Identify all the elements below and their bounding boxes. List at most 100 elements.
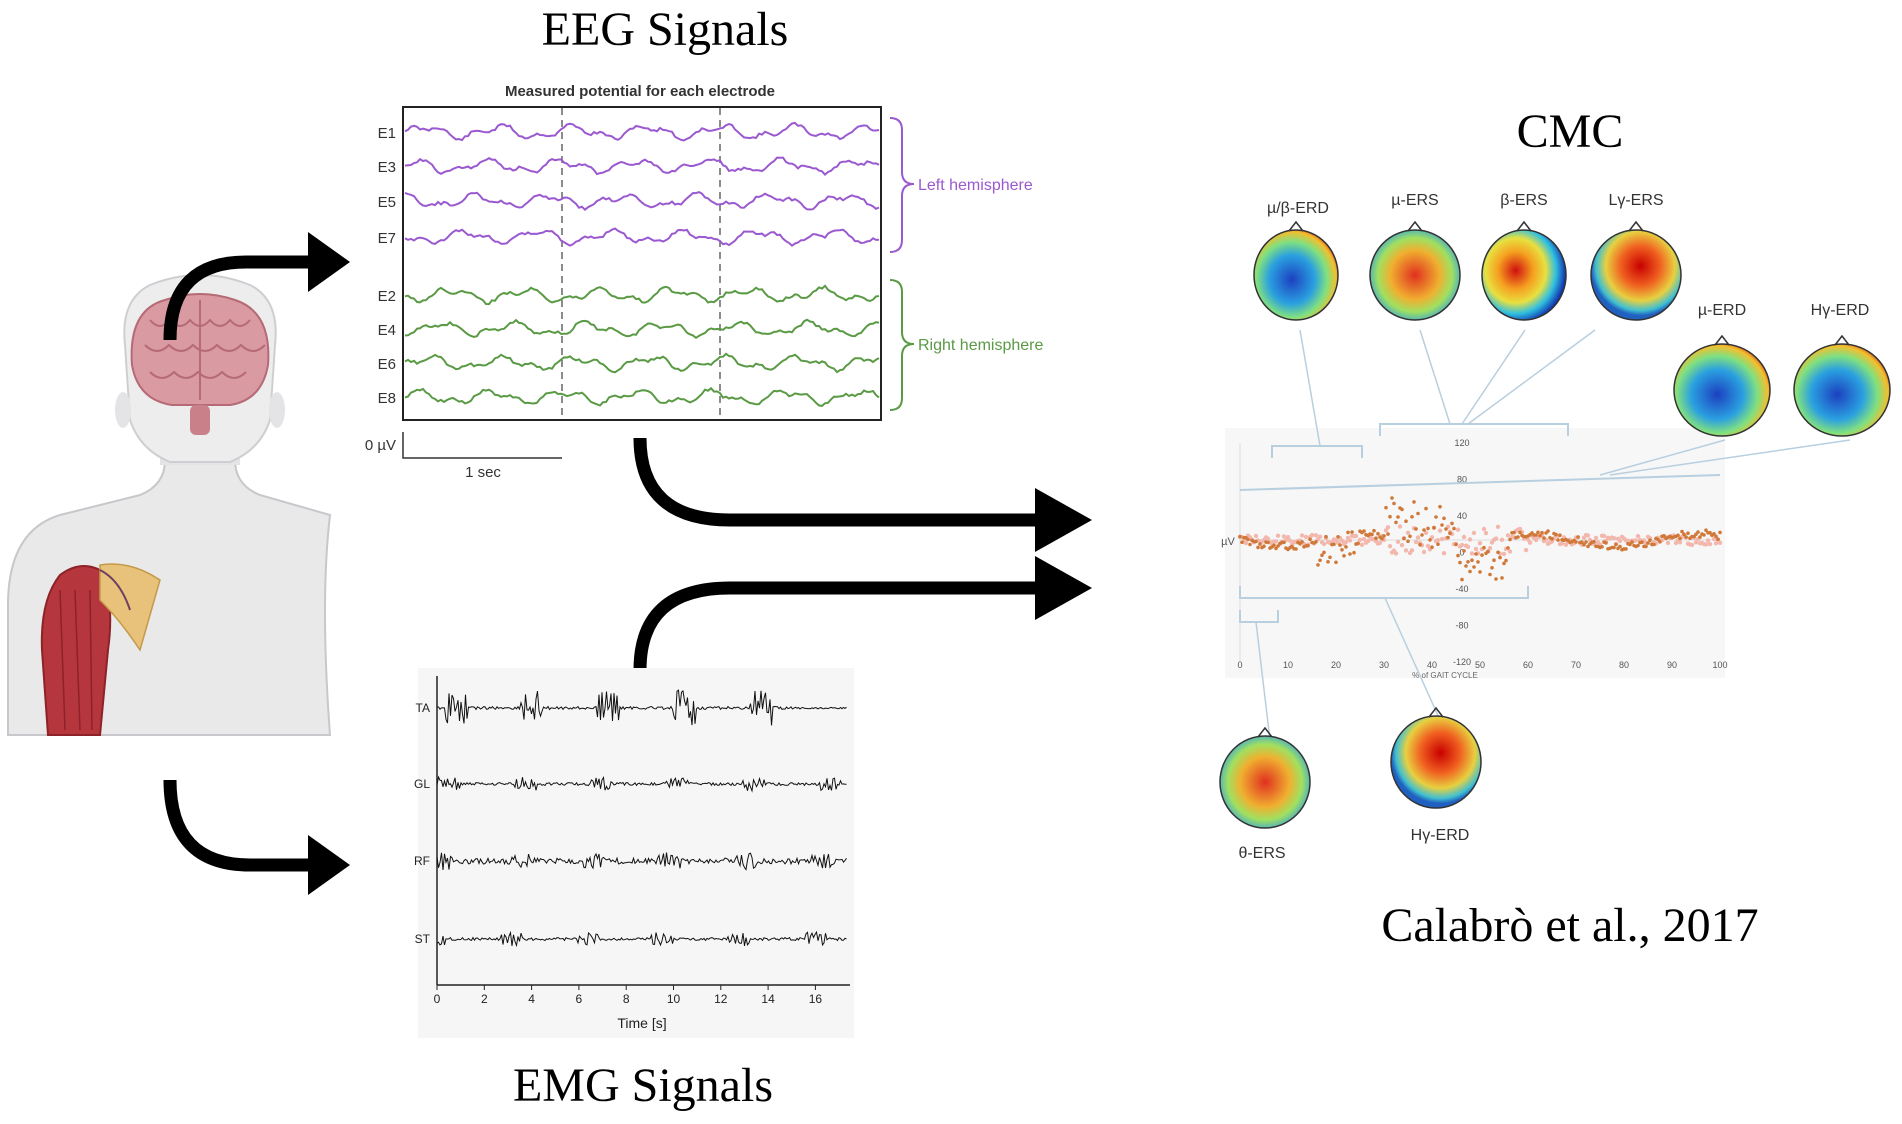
cmc-dot-light	[1377, 540, 1383, 545]
cmc-dot-dark	[1712, 532, 1716, 536]
cmc-dot-dark	[1550, 537, 1554, 541]
arrow-heads	[308, 232, 1092, 895]
cmc-dot-light	[1397, 524, 1403, 529]
cmc-dot-dark	[1346, 530, 1350, 535]
cmc-dot-dark	[1618, 544, 1622, 549]
cmc-dot-light	[1461, 534, 1467, 540]
cmc-dot-dark	[1258, 542, 1262, 546]
cmc-y-tick-label: 80	[1457, 475, 1467, 485]
cmc-dot-dark	[1506, 546, 1510, 550]
left-hemisphere-brace	[889, 117, 915, 253]
cmc-dot-dark	[1376, 531, 1380, 536]
eeg-trace	[404, 318, 880, 340]
cmc-dot-dark	[1328, 555, 1332, 560]
cmc-dot-light	[1469, 551, 1475, 556]
eeg-trace	[404, 227, 880, 247]
cmc-dot-dark	[1470, 558, 1474, 562]
cmc-dot-light	[1439, 536, 1445, 542]
cmc-dot-light	[1441, 551, 1447, 556]
cmc-dot-dark	[1324, 534, 1328, 539]
cmc-dot-dark	[1314, 540, 1318, 544]
emg-channel-label: GL	[414, 777, 430, 791]
cmc-dot-dark	[1680, 529, 1684, 534]
cmc-dot-dark	[1372, 528, 1376, 533]
cmc-dot-dark	[1546, 529, 1550, 533]
cmc-dot-dark	[1254, 539, 1258, 544]
cmc-dot-light	[1601, 533, 1607, 539]
topomap-bottom-2	[1390, 706, 1482, 809]
cmc-dot-light	[1481, 526, 1487, 532]
cmc-x-tick-label: 20	[1331, 660, 1341, 670]
cmc-dot-light	[1309, 532, 1315, 538]
eeg-trace	[404, 191, 880, 212]
cmc-dot-light	[1635, 533, 1641, 539]
topomap-top-4	[1590, 220, 1682, 321]
cmc-dot-dark	[1708, 530, 1712, 535]
cmc-x-tick-label: 80	[1619, 660, 1629, 670]
cmc-dot-light	[1495, 524, 1501, 529]
cmc-dot-light	[1523, 547, 1529, 553]
cmc-dot-dark	[1540, 530, 1544, 535]
cmc-y-tick-label: -80	[1455, 621, 1468, 631]
cmc-dot-dark	[1436, 542, 1440, 546]
cmc-dot-dark	[1414, 527, 1418, 531]
right-hemisphere-label: Right hemisphere	[918, 337, 1044, 354]
cmc-dot-dark	[1400, 507, 1404, 512]
right-hemisphere-brace	[889, 279, 915, 411]
eeg-channel-label: E6	[378, 356, 396, 373]
cmc-title: CMC	[1516, 105, 1624, 158]
cmc-dot-dark	[1512, 530, 1516, 535]
cmc-dot-dark	[1384, 505, 1388, 510]
cmc-dot-dark	[1624, 547, 1628, 551]
cmc-dot-dark	[1432, 525, 1436, 530]
cmc-dot-light	[1287, 538, 1293, 543]
eeg-panel: Measured potential for each electrode E1…	[365, 83, 1044, 481]
cmc-y-tick-label: 0	[1459, 548, 1464, 558]
eeg-title: EEG Signals	[541, 3, 789, 56]
cmc-dot-dark	[1702, 533, 1706, 537]
cmc-dot-light	[1359, 542, 1365, 547]
cmc-dot-dark	[1536, 530, 1540, 535]
eeg-trace	[404, 156, 880, 176]
emg-channel-label: RF	[414, 854, 430, 868]
cmc-dot-light	[1413, 539, 1419, 545]
cmc-dot-dark	[1472, 565, 1476, 569]
cmc-dot-light	[1423, 530, 1429, 535]
cmc-dot-light	[1593, 535, 1599, 541]
cmc-dot-dark	[1374, 536, 1378, 540]
cmc-dot-dark	[1646, 541, 1650, 545]
cmc-dot-dark	[1428, 538, 1432, 542]
cmc-dot-dark	[1262, 544, 1266, 548]
cmc-dot-dark	[1274, 546, 1278, 551]
cmc-dot-dark	[1698, 535, 1702, 539]
emg-x-tick-label: 14	[761, 992, 775, 1006]
cmc-dot-dark	[1478, 570, 1482, 574]
cmc-dot-light	[1505, 533, 1511, 538]
cmc-dot-dark	[1614, 542, 1618, 547]
cmc-dot-dark	[1342, 554, 1346, 558]
cmc-dot-light	[1265, 536, 1271, 541]
cmc-dot-light	[1275, 533, 1281, 538]
cmc-dot-light	[1527, 540, 1533, 545]
cmc-dot-light	[1435, 538, 1441, 543]
eeg-scale-bar	[402, 432, 562, 459]
cmc-dot-light	[1339, 538, 1345, 543]
cmc-dot-dark	[1542, 536, 1546, 540]
emg-trace	[436, 930, 847, 948]
cmc-dot-dark	[1396, 515, 1400, 519]
cmc-dot-dark	[1580, 540, 1584, 544]
cmc-dot-dark	[1282, 540, 1286, 545]
cmc-dot-dark	[1504, 558, 1508, 563]
cmc-dot-dark	[1466, 560, 1470, 564]
cmc-dot-light	[1395, 539, 1401, 544]
cmc-dot-dark	[1350, 530, 1354, 534]
cmc-dot-light	[1525, 537, 1531, 542]
cmc-dot-dark	[1676, 533, 1680, 538]
emg-x-axis-label: Time [s]	[617, 1015, 666, 1031]
cmc-dot-dark	[1318, 558, 1322, 563]
cmc-dot-dark	[1574, 540, 1578, 544]
cmc-dot-dark	[1442, 516, 1446, 521]
topomap-label: θ-ERS	[1238, 845, 1285, 862]
